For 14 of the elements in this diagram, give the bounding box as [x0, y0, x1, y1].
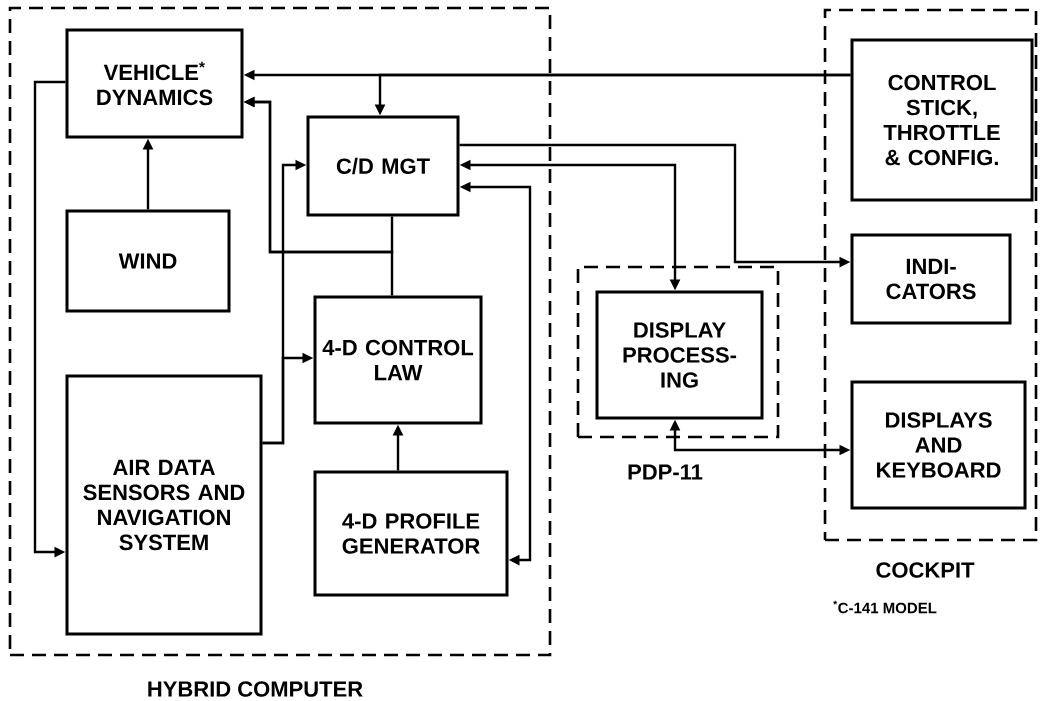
process-box: DISPLAYS AND KEYBOARD: [850, 380, 1027, 510]
process-box: AIR DATA SENSORS AND NAVIGATION SYSTEM: [65, 374, 263, 636]
footnote: $^{*}$C-141 MODEL: [833, 600, 937, 614]
node-label: HYBRID COMPUTER: [148, 681, 363, 697]
process-box: 4-D CONTROL LAW: [313, 295, 483, 425]
process-box: INDI- CATORS: [850, 233, 1012, 325]
process-box: VEHICLE$^{*}$ DYNAMICS: [65, 28, 244, 139]
node-label: COCKPIT: [876, 562, 975, 578]
process-box: WIND: [65, 209, 231, 313]
process-box: DISPLAY PROCESS- ING: [595, 290, 764, 420]
process-box: 4-D PROFILE GENERATOR: [313, 470, 509, 597]
process-box: CONTROL STICK, THROTTLE & CONFIG.: [850, 38, 1034, 202]
process-box: C/D MGT: [306, 115, 460, 217]
node-label: PDP-11: [628, 464, 703, 480]
